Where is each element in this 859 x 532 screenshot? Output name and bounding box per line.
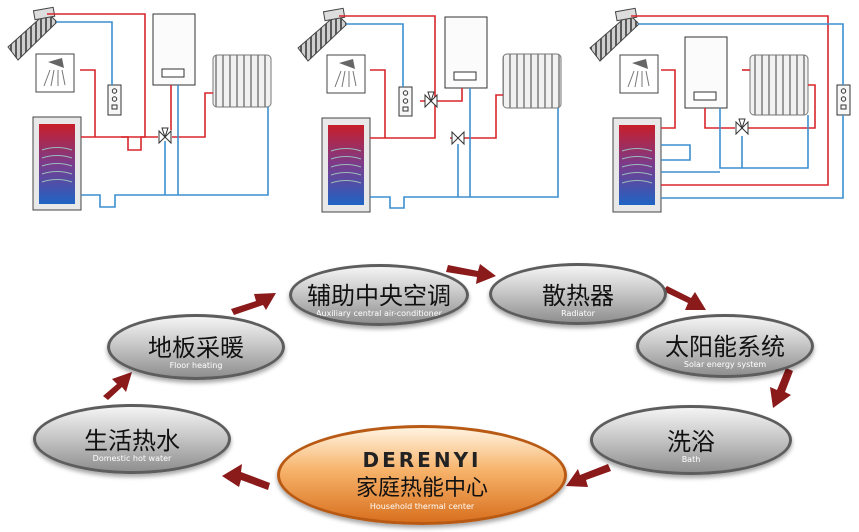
valve-icon [424, 91, 465, 146]
shower-icon [326, 54, 366, 94]
boiler-icon [152, 13, 196, 86]
node-sublabel: Auxiliary central air-conditioner [316, 309, 442, 318]
schematic-2 [297, 7, 562, 213]
cycle-arrows [103, 264, 793, 490]
arrow-icon [231, 293, 276, 315]
solar-collector-icon [589, 7, 640, 62]
node-label: 洗浴 [667, 428, 715, 456]
solar-collector-icon [297, 7, 348, 62]
arrow-icon [566, 464, 611, 487]
valve-icon [735, 118, 749, 136]
storage-tank-icon [612, 117, 662, 213]
controller-icon [398, 86, 413, 117]
arrow-icon [222, 464, 270, 490]
node-floor-heating: 地板采暖 Floor heating [107, 314, 285, 380]
center-node-household-thermal: DERENYI 家庭热能中心 Household thermal center [277, 425, 567, 525]
node-label: 太阳能系统 [665, 333, 785, 361]
node-sublabel: Domestic hot water [92, 454, 172, 463]
node-sublabel: Bath [681, 455, 701, 464]
arrow-icon [446, 264, 496, 284]
radiator-icon [212, 54, 272, 108]
arrow-icon [103, 372, 132, 400]
storage-tank-icon [321, 117, 371, 213]
boiler-icon [684, 36, 728, 109]
schematic-1 [7, 6, 272, 211]
center-label: 家庭热能中心 [355, 476, 488, 501]
shower-icon [619, 54, 659, 94]
center-sublabel: Household thermal center [369, 502, 475, 511]
shower-icon [35, 53, 75, 93]
controller-icon [107, 84, 122, 116]
node-sublabel: Solar energy system [683, 360, 767, 369]
brand-logo: DERENYI [362, 448, 482, 472]
node-bath: 洗浴 Bath [590, 405, 792, 475]
solar-collector-icon [7, 6, 58, 61]
node-label: 生活热水 [84, 427, 180, 455]
schematic-3 [589, 7, 851, 213]
node-domestic-hot-water: 生活热水 Domestic hot water [33, 404, 231, 474]
node-label: 地板采暖 [148, 334, 244, 362]
valve-icon [158, 127, 172, 145]
arrow-icon [770, 368, 793, 408]
node-sublabel: Radiator [561, 309, 595, 318]
node-aux-ac: 辅助中央空调 Auxiliary central air-conditioner [289, 264, 469, 326]
storage-tank-icon [32, 116, 82, 211]
node-label: 散热器 [542, 282, 614, 310]
radiator-icon [502, 53, 562, 109]
node-solar: 太阳能系统 Solar energy system [636, 314, 814, 378]
radiator-icon [749, 54, 809, 116]
controller-icon [836, 84, 851, 116]
boiler-icon [444, 16, 488, 89]
arrow-icon [663, 286, 706, 310]
node-radiator: 散热器 Radiator [489, 263, 667, 325]
node-label: 辅助中央空调 [307, 282, 451, 310]
node-sublabel: Floor heating [169, 361, 223, 370]
